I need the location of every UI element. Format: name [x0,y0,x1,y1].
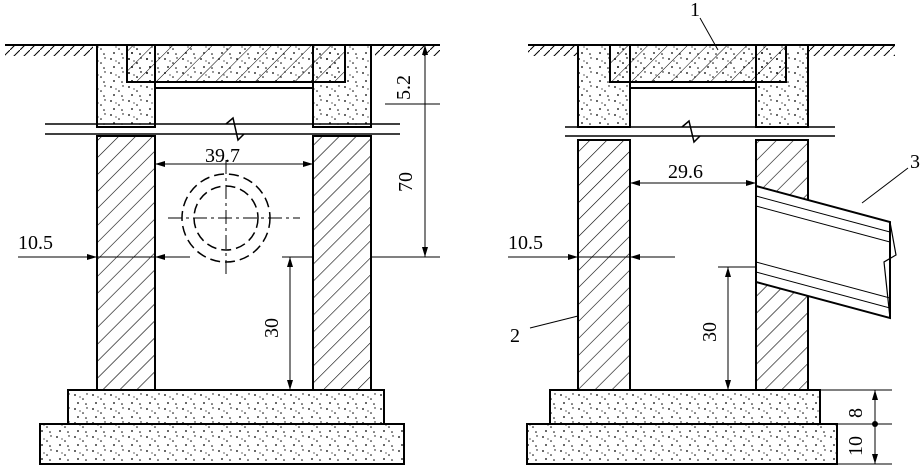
lower-footing [526,423,838,465]
dim-inner-width: 29.6 [668,161,703,183]
break-symbol [681,119,701,144]
left-section: 39.7 10.5 5.2 70 30 [5,44,440,465]
callout-1: 1 [690,0,700,21]
dim-upper-footing: 8 [845,408,867,418]
brick-wall-left [96,135,156,391]
ground-hatch [528,46,578,56]
dim-inner-width: 39.7 [205,145,240,167]
pipe-opening [168,160,300,278]
ground-hatch [808,46,895,56]
callout-2: 2 [510,325,520,347]
break-symbol [225,116,245,142]
dim-lower-footing: 10 [845,436,867,456]
dim-pipe-height: 30 [699,322,721,342]
inclined-pipe [755,184,897,320]
dim-wall-thickness: 10.5 [18,232,53,254]
dim-height-above-pipe: 70 [395,172,417,192]
dim-wall-thickness: 10.5 [508,232,543,254]
dim-pipe-height: 30 [261,318,283,338]
ground-hatch [5,46,93,56]
lower-footing [39,423,405,465]
brick-wall-left [577,139,631,391]
ground-hatch [375,46,440,56]
brick-wall-right [312,135,372,391]
callout-3: 3 [910,151,920,173]
upper-footing [67,389,385,425]
dim-slab-thickness: 5.2 [393,75,415,100]
right-section: 29.6 10.5 30 8 10 1 2 3 [508,0,920,465]
upper-footing [549,389,821,425]
